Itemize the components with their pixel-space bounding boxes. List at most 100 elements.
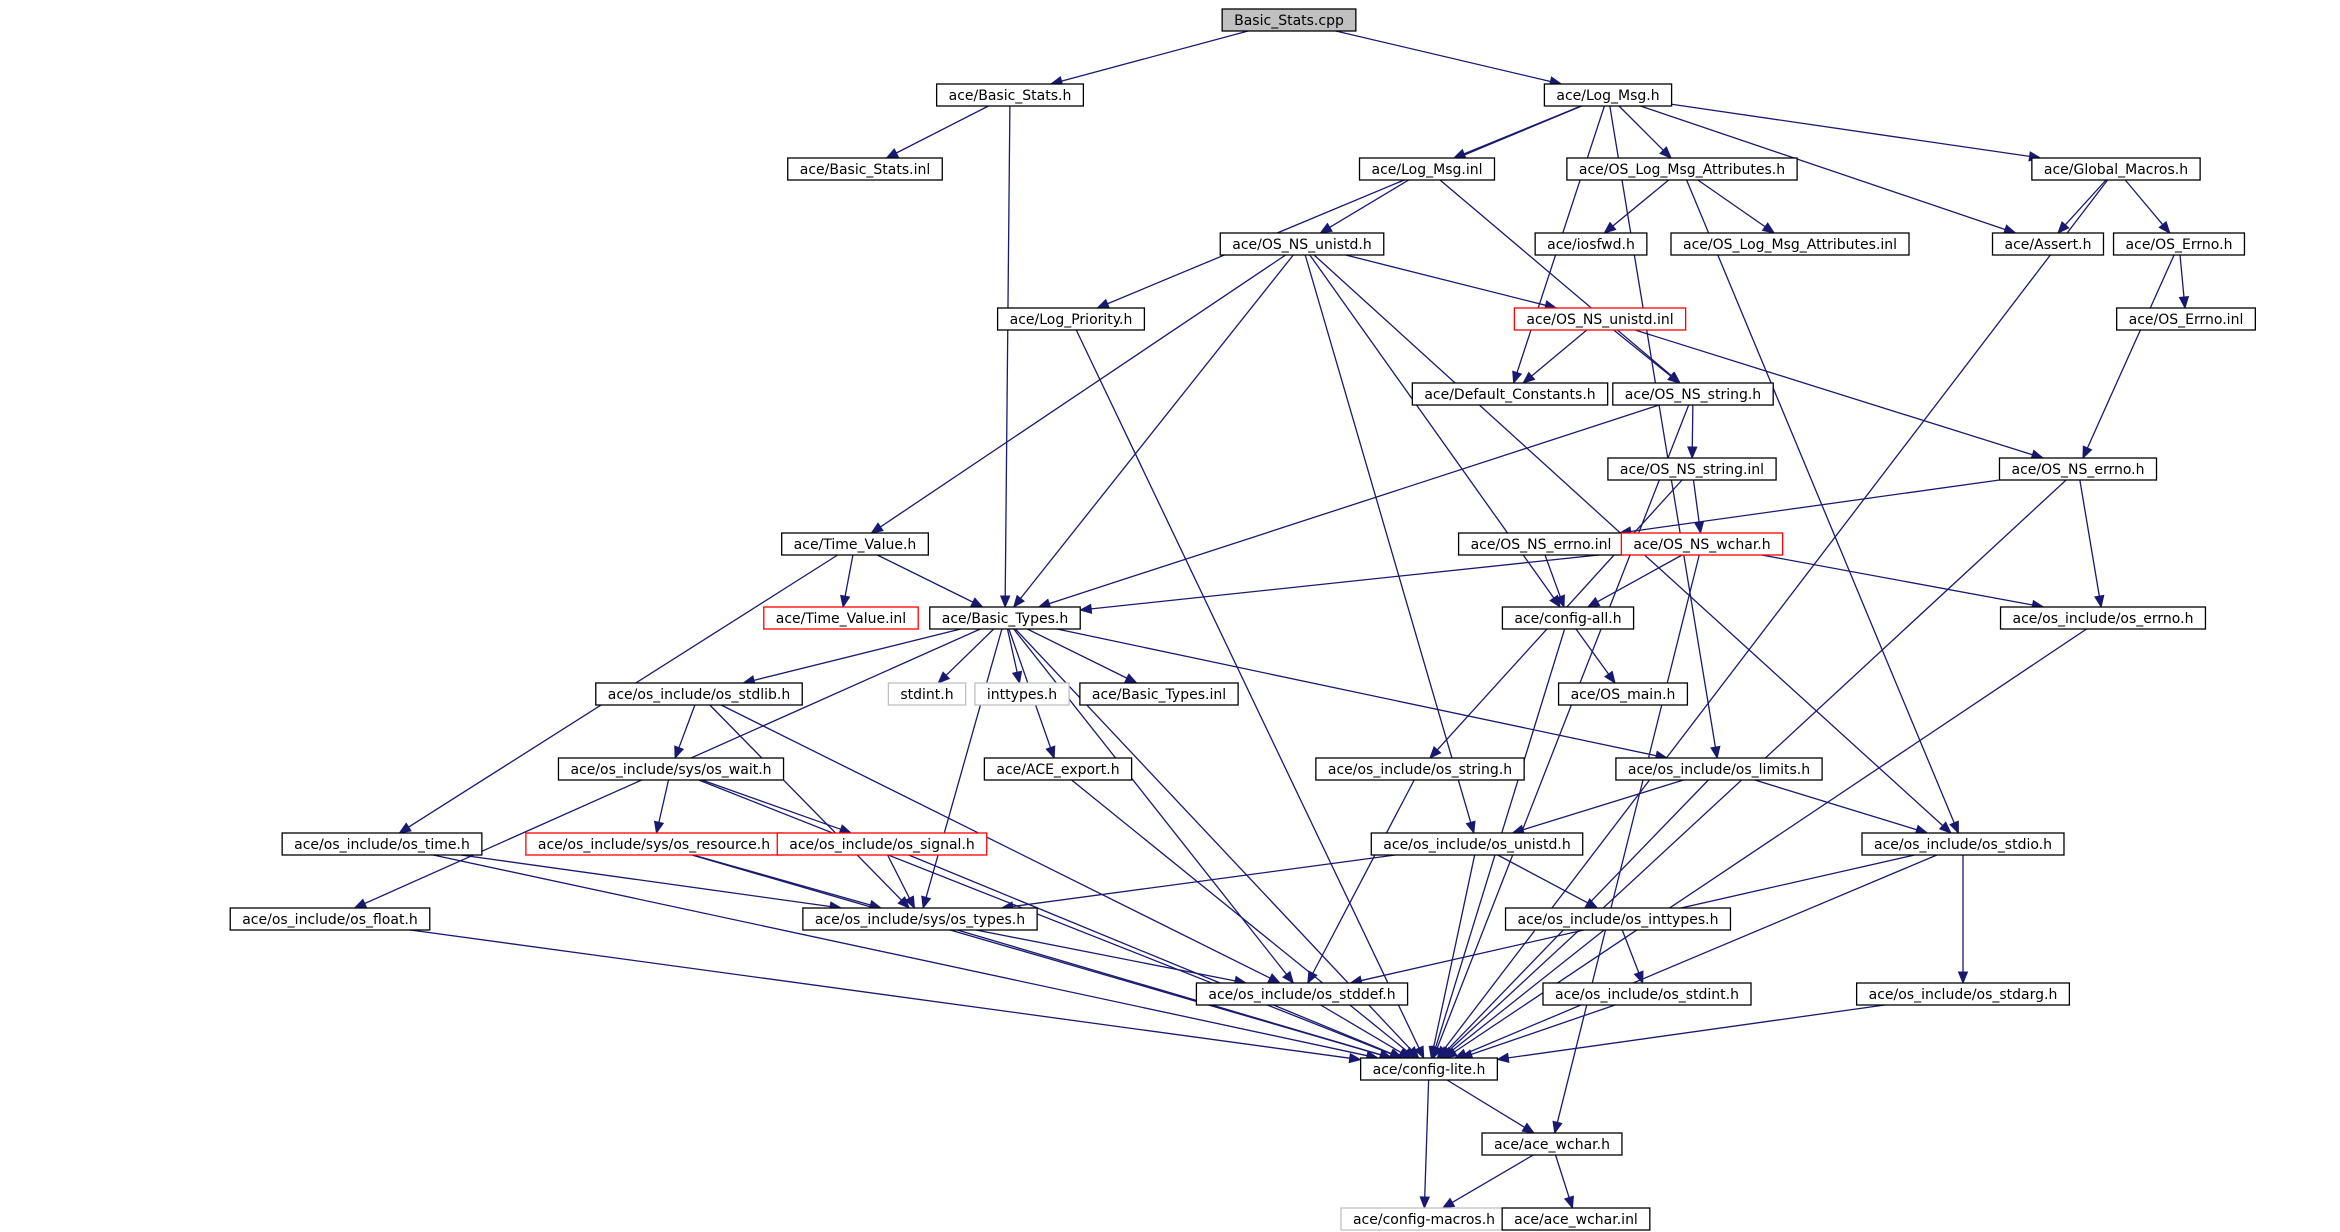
edge-os-include-os-limits-h-to-os-include-os-unistd-h — [1522, 779, 1684, 831]
node-ace-wchar-h: ace/ace_wchar.h — [1481, 1132, 1623, 1156]
edge-config-lite-h-to-ace-wchar-h — [1446, 1079, 1525, 1128]
arrow-head — [885, 148, 900, 159]
edge-os-include-os-time-h-to-config-lite-h — [433, 854, 1368, 1057]
edge-os-log-msg-attributes-h-to-os-log-msg-attributes-inl — [1697, 179, 1766, 228]
node-box — [2112, 232, 2246, 256]
node-box — [595, 682, 803, 706]
arrow-head — [1563, 1195, 1574, 1210]
node-label: ace/os_include/sys/os_types.h — [815, 912, 1025, 928]
node-box — [1998, 457, 2158, 481]
node-label: ace/config-all.h — [1514, 611, 1621, 627]
edge-os-ns-string-inl-to-os-ns-wchar-h — [1692, 479, 1700, 523]
edge-os-ns-wchar-h-to-config-all-h — [1597, 554, 1683, 603]
node-label: ace/Basic_Stats.inl — [800, 162, 931, 178]
arrow-head — [1584, 897, 1599, 909]
arrow-head — [653, 820, 665, 835]
node-label: ace/Basic_Stats.h — [949, 88, 1072, 104]
node-box — [776, 832, 988, 856]
node-box — [935, 83, 1085, 107]
node-config-all-h: ace/config-all.h — [1501, 606, 1635, 630]
arrow-head — [1710, 745, 1721, 760]
arrow-head — [904, 895, 916, 910]
edge-os-include-os-limits-h-to-os-include-os-stdio-h — [1754, 779, 1917, 831]
arrow-head — [1496, 1052, 1510, 1063]
arrow-head — [1348, 1052, 1362, 1064]
edge-os-include-os-stdlib-h-to-os-include-sys-os-types-h — [709, 704, 902, 901]
node-label: ace/OS_NS_unistd.inl — [1526, 312, 1673, 328]
node-label: ace/os_include/os_limits.h — [1628, 762, 1810, 778]
node-label: ace/Time_Value.h — [794, 537, 917, 553]
node-os-include-os-inttypes-h: ace/os_include/os_inttypes.h — [1504, 907, 1732, 931]
edge-os-include-os-stdlib-h-to-os-include-os-stddef-h — [720, 704, 1271, 979]
node-label: ace/os_include/os_stdarg.h — [1869, 987, 2058, 1003]
node-box — [1219, 232, 1385, 256]
arrow-head — [1938, 821, 1952, 834]
node-os-include-os-float-h: ace/os_include/os_float.h — [229, 907, 431, 931]
node-os-include-os-string-h: ace/os_include/os_string.h — [1315, 757, 1525, 781]
edge-os-include-sys-os-resource-h-to-config-lite-h — [691, 854, 1381, 1056]
node-basic-types-h: ace/Basic_Types.h — [929, 606, 1081, 630]
node-default-constants-h: ace/Default_Constants.h — [1411, 382, 1609, 406]
edge-global-macros-h-to-assert-h — [2064, 179, 2107, 226]
edge-os-errno-h-to-os-ns-errno-h — [2086, 254, 2175, 449]
node-label: ace/Basic_Types.inl — [1092, 687, 1226, 703]
edge-basic-stats-h-to-basic-types-h — [1004, 105, 1011, 597]
node-label: ace/Basic_Types.h — [942, 611, 1068, 627]
arrow-head — [1603, 221, 1617, 234]
edge-os-include-sys-os-types-h-to-os-include-os-stddef-h — [975, 929, 1236, 982]
node-label: ace/os_include/os_inttypes.h — [1518, 912, 1719, 928]
node-box — [983, 757, 1133, 781]
node-os-include-os-stdint-h: ace/os_include/os_stdint.h — [1542, 982, 1752, 1006]
node-box — [1501, 606, 1635, 630]
edge-os-include-os-signal-h-to-os-include-sys-os-types-h — [886, 854, 911, 899]
edge-os-include-os-inttypes-h-to-config-lite-h — [1451, 929, 1605, 1052]
node-log-msg-inl: ace/Log_Msg.inl — [1358, 157, 1496, 181]
edge-basic-stats-h-to-basic-stats-inl — [896, 105, 989, 154]
arrow-head — [2178, 296, 2190, 310]
node-box — [1557, 682, 1689, 706]
node-os-include-sys-os-resource-h: ace/os_include/sys/os_resource.h — [525, 832, 783, 856]
node-os-include-os-stdarg-h: ace/os_include/os_stdarg.h — [1855, 982, 2071, 1006]
node-os-log-msg-attributes-inl: ace/OS_Log_Msg_Attributes.inl — [1670, 232, 1910, 256]
edge-os-ns-wchar-h-to-basic-types-h — [1091, 551, 1622, 610]
arrow-head — [840, 594, 851, 609]
edge-os-include-os-float-h-to-config-lite-h — [410, 929, 1350, 1059]
node-box — [1543, 83, 1673, 107]
arrow-head — [1555, 594, 1565, 609]
edge-log-msg-h-to-assert-h — [1640, 105, 2006, 231]
arrow-head — [937, 671, 951, 684]
arrow-head — [1011, 670, 1023, 685]
node-label: ace/os_include/os_stddef.h — [1208, 987, 1395, 1003]
arrow-head — [1659, 146, 1672, 159]
arrow-head — [1124, 673, 1138, 684]
node-os-ns-errno-inl: ace/OS_NS_errno.inl — [1457, 532, 1625, 556]
node-label: ace/Log_Msg.inl — [1372, 162, 1483, 178]
arrow-head — [838, 824, 853, 835]
node-box — [1670, 232, 1910, 256]
node-box — [1370, 832, 1584, 856]
edge-os-include-os-errno-h-to-config-lite-h — [1454, 628, 2087, 1053]
node-label: ace/ace_wchar.h — [1494, 1137, 1610, 1153]
node-label: ace/OS_NS_string.inl — [1620, 462, 1764, 478]
arrow-head — [1512, 370, 1523, 385]
arrow-head — [1397, 1047, 1412, 1059]
node-os-ns-errno-h: ace/OS_NS_errno.h — [1998, 457, 2158, 481]
node-os-errno-inl: ace/OS_Errno.inl — [2116, 307, 2256, 331]
node-assert-h: ace/Assert.h — [1991, 232, 2105, 256]
node-box — [787, 157, 943, 181]
edge-os-include-os-stddef-h-to-config-lite-h — [1320, 1004, 1402, 1053]
edge-os-ns-unistd-inl-to-os-ns-string-h — [1613, 329, 1672, 377]
edge-os-errno-h-to-os-errno-inl — [2179, 254, 2185, 298]
node-box — [1861, 832, 2065, 856]
edge-basic-types-h-to-os-include-os-limits-h — [1056, 628, 1657, 757]
arrow-head — [2094, 594, 2105, 609]
arrow-head — [1957, 971, 1969, 985]
edge-os-include-os-stdint-h-to-config-lite-h — [1471, 1004, 1616, 1056]
edge-basic-stats-cpp-to-log-msg-h — [1335, 30, 1551, 83]
node-label: ace/os_include/sys/os_resource.h — [538, 837, 770, 853]
arrow-head — [398, 822, 412, 834]
arrow-head — [870, 522, 884, 534]
node-label: Basic_Stats.cpp — [1234, 13, 1344, 29]
node-os-ns-unistd-inl: ace/OS_NS_unistd.inl — [1513, 307, 1687, 331]
edge-log-msg-h-to-log-priority-h — [1107, 105, 1582, 305]
